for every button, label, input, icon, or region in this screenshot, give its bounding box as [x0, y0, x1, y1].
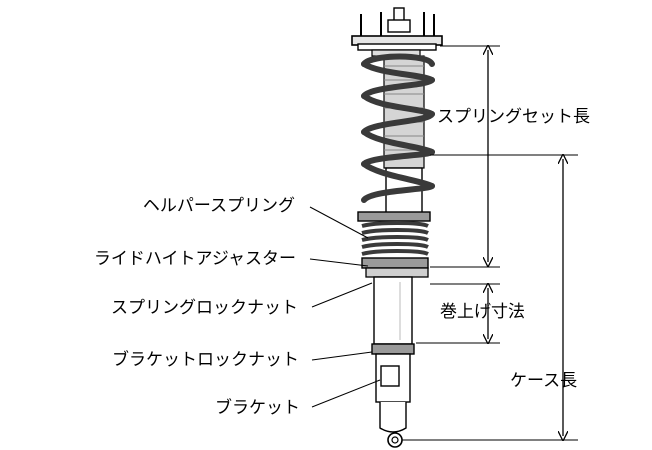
main-spring — [361, 53, 435, 203]
spring-lock-nut-leader — [311, 282, 373, 308]
label-ride-height-adjuster: ライドハイトアジャスター — [93, 249, 296, 269]
label-bracket-lock-nut: ブラケットロックナット — [112, 350, 299, 370]
bracket-leader — [311, 379, 381, 408]
spring-seat — [357, 211, 431, 222]
label-helper-spring: ヘルパースプリング — [142, 196, 295, 216]
label-spring-lock-nut: スプリングロックナット — [111, 298, 298, 318]
top-mount — [351, 7, 443, 57]
helper-spring-leader — [309, 206, 369, 239]
label-winding-dimension: 巻上げ寸法 — [440, 302, 525, 322]
dimension-arrows — [488, 50, 563, 436]
bracket-lock-nut-leader — [311, 351, 373, 361]
label-spring-set-length: スプリングセット長 — [437, 107, 590, 127]
shock-body — [371, 276, 415, 448]
ride-height-adjuster-leader — [309, 258, 369, 267]
helper-spring — [361, 221, 429, 256]
leader-lines — [309, 206, 381, 408]
label-bracket: ブラケット — [215, 398, 300, 418]
lock-nut-ring — [365, 267, 429, 278]
ride-height-adjuster-ring — [361, 257, 429, 269]
label-case-length: ケース長 — [510, 371, 578, 391]
